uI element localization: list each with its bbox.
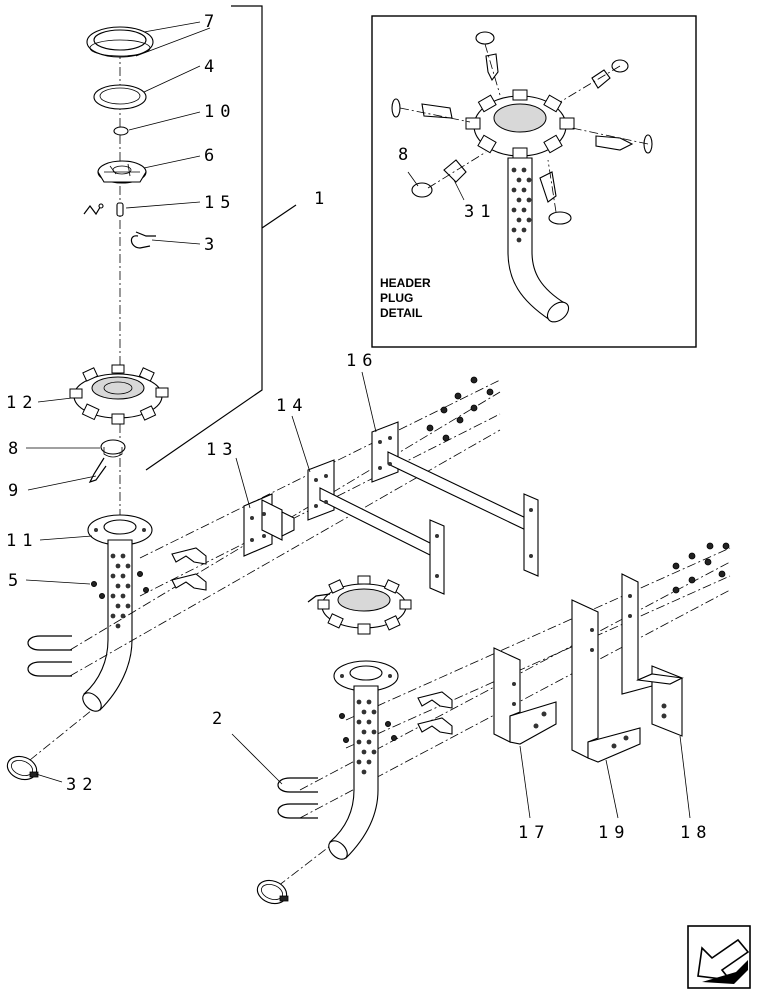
label-32: 32 [66,775,98,795]
part-ubolts-2 [277,777,318,819]
label-2: 2 [212,709,228,729]
part-hose-clamp-32 [6,755,39,781]
part-cap-7 [86,26,154,58]
part-nuts-lower [672,542,730,594]
part-saddle-clamps-right [417,691,453,735]
part-bracket-16 [371,421,539,577]
part-gasket-4 [93,84,147,110]
part-bracket-19 [571,599,641,763]
label-14: 14 [276,396,308,416]
label-31: 31 [464,202,496,222]
part-bracket-14 [307,459,445,595]
header-plug-detail-inset: HEADER PLUG DETAIL [371,15,697,348]
label-15: 15 [204,193,236,213]
label-8-detail: 8 [398,145,414,165]
part-nuts-right [338,713,397,744]
part-pin-15 [83,202,124,217]
label-13: 13 [206,440,238,460]
part-tube-right [328,660,399,860]
part-bracket-18 [621,573,684,737]
detail-title-line3: DETAIL [380,306,422,320]
part-header-right [307,575,412,635]
part-clamp-8 [100,439,126,458]
part-clip-9 [88,457,107,484]
label-19: 19 [598,823,630,843]
detail-title-line2: PLUG [380,291,413,305]
part-ubolts-left [27,635,72,677]
leader-lines [25,21,691,819]
part-saddle-clamps-left [171,547,207,591]
label-12: 12 [6,393,38,413]
part-clip-3 [130,231,156,249]
assembly-bracket-1 [145,5,297,471]
part-nuts-upper [426,376,494,442]
label-8: 8 [8,439,24,459]
part-hose-clamp-right [256,879,289,905]
label-6: 6 [204,146,220,166]
label-11: 11 [6,531,38,551]
part-bracket-17 [493,647,557,745]
part-nuts-5 [91,571,149,600]
label-1: 1 [314,189,330,209]
label-16: 16 [346,351,378,371]
label-10: 10 [204,102,236,122]
detail-plugs [391,31,653,225]
detail-title-line1: HEADER [380,276,431,290]
label-7: 7 [204,12,220,32]
label-9: 9 [8,481,24,501]
part-header-12 [69,364,169,425]
label-17: 17 [518,823,550,843]
part-bracket-13 [243,493,295,557]
label-18: 18 [680,823,712,843]
label-4: 4 [204,57,220,77]
arrow-down-left-icon[interactable] [687,925,751,989]
part-rotor-6 [97,160,147,184]
callout-labels: 7 4 10 6 15 3 1 12 8 9 11 5 32 2 13 14 1… [6,12,712,843]
label-5: 5 [8,571,24,591]
part-oring-10 [113,126,129,136]
label-3: 3 [204,235,220,255]
part-tube-11 [82,514,153,712]
